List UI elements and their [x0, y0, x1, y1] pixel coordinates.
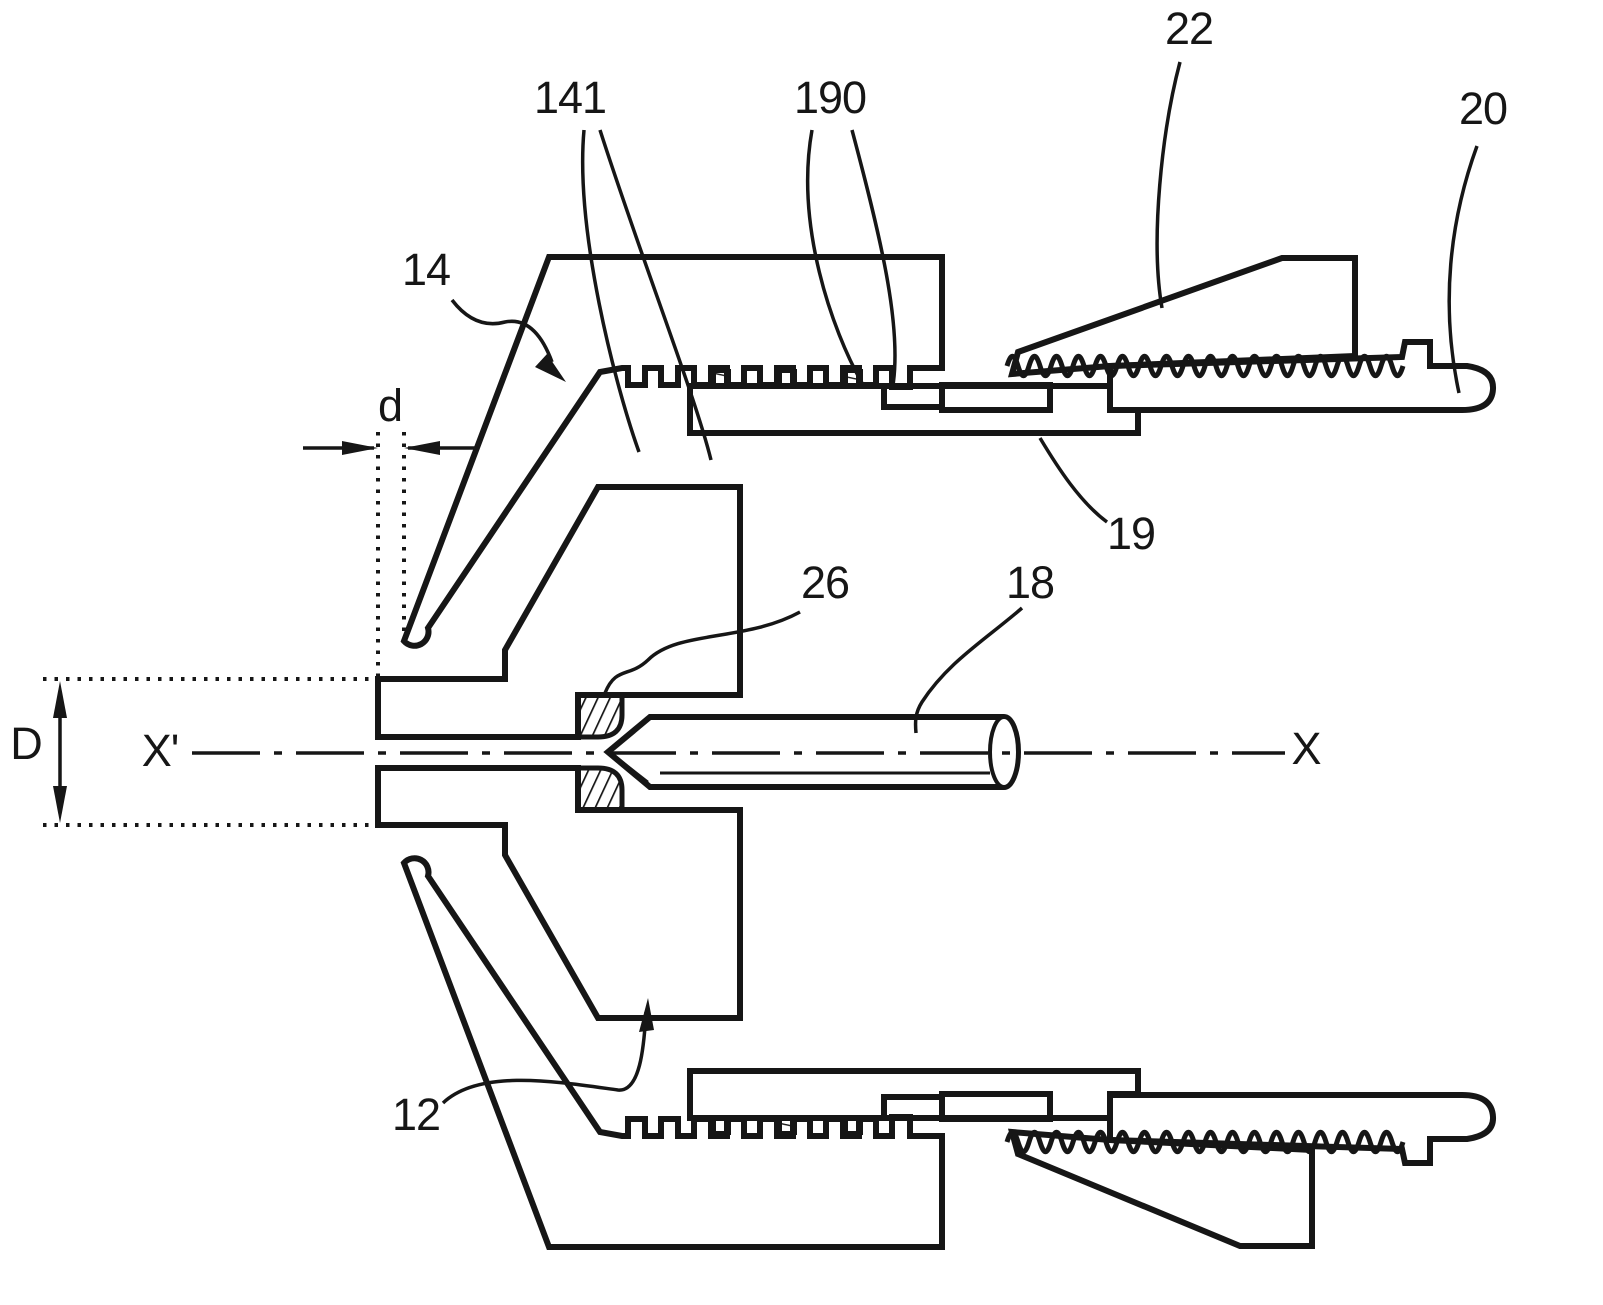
label-D: D — [10, 718, 42, 769]
upper-wedge-22 — [1007, 255, 1358, 378]
label-26: 26 — [801, 557, 849, 608]
lower-thread-wave — [1004, 1129, 1406, 1155]
label-14: 14 — [402, 244, 450, 295]
label-axis-left: X' — [142, 725, 179, 776]
label-19: 19 — [1107, 508, 1155, 559]
leader-190-b — [850, 129, 897, 386]
label-12: 12 — [392, 1089, 440, 1140]
lower-jaw-12 — [400, 855, 945, 1250]
wire-tip-line — [615, 756, 649, 783]
leader-14-arrowhead — [535, 354, 566, 382]
lower-sleeve-20 — [1107, 1092, 1496, 1166]
label-18: 18 — [1006, 557, 1054, 608]
central-body-lower — [375, 765, 743, 1021]
label-d: d — [378, 380, 402, 431]
leader-190-a — [805, 129, 864, 384]
upper-seal-26 — [575, 692, 625, 740]
upper-rod-19 — [687, 369, 1141, 436]
leader-26 — [603, 610, 801, 694]
leader-19 — [1038, 437, 1109, 524]
section-bodies — [375, 254, 1496, 1250]
leader-141-b — [598, 129, 713, 461]
thread-waves — [1004, 353, 1406, 1155]
leader-lines — [441, 61, 1479, 1105]
upper-jaw-14 — [400, 254, 945, 649]
leader-14 — [450, 298, 554, 363]
leader-141-a — [580, 129, 641, 453]
lower-rod-19 — [687, 1068, 1141, 1135]
label-141: 141 — [534, 72, 606, 123]
lower-seal-26 — [575, 765, 625, 813]
leader-12 — [441, 1011, 648, 1105]
wire-18 — [603, 714, 1021, 790]
label-20: 20 — [1459, 83, 1507, 134]
leader-22 — [1155, 61, 1182, 309]
reference-labels: 141 190 22 20 14 d 19 26 18 D X' X 12 — [10, 3, 1508, 1140]
dimension-D — [43, 677, 377, 827]
upper-thread-wave — [1004, 353, 1406, 379]
central-body-upper — [375, 484, 743, 740]
label-22: 22 — [1165, 3, 1213, 54]
leader-12-arrowhead — [639, 998, 654, 1032]
label-190: 190 — [794, 72, 866, 123]
dimension-d — [303, 432, 478, 678]
label-axis-right: X — [1291, 723, 1321, 774]
upper-sleeve-20 — [1107, 339, 1496, 413]
leader-20 — [1447, 145, 1479, 394]
leader-18 — [913, 606, 1024, 734]
